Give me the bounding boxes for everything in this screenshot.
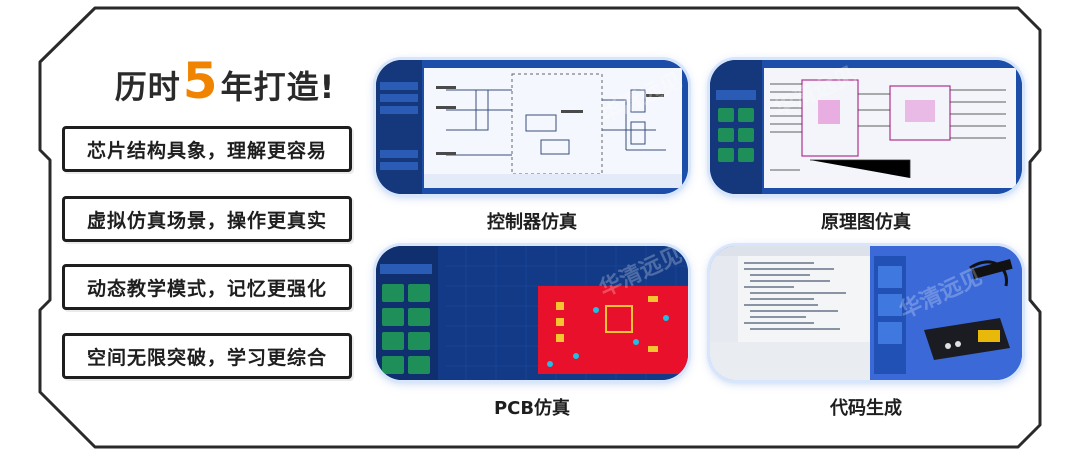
feature-box-simulation: 虚拟仿真场景，操作更真实 bbox=[62, 196, 352, 242]
schematic-sim-screenshot[interactable]: 华清远见 bbox=[710, 60, 1022, 194]
code-editor-and-board bbox=[710, 246, 1022, 380]
controller-diagram bbox=[376, 60, 688, 194]
caption-pcb-sim: PCB仿真 bbox=[493, 398, 571, 419]
headline-number: 5 bbox=[182, 52, 219, 110]
caption-controller-sim: 控制器仿真 bbox=[487, 212, 577, 233]
headline-prefix: 历时 bbox=[114, 68, 181, 106]
headline-suffix: 年打造! bbox=[220, 68, 336, 106]
pcb-sim-screenshot[interactable]: 华清远见 bbox=[376, 246, 688, 380]
pcb-board bbox=[376, 246, 688, 380]
feature-box-space: 空间无限突破，学习更综合 bbox=[62, 333, 352, 379]
caption-code-gen: 代码生成 bbox=[830, 398, 902, 419]
feature-box-dynamic: 动态教学模式，记忆更强化 bbox=[62, 264, 352, 310]
code-gen-screenshot[interactable]: 华清远见 bbox=[710, 246, 1022, 380]
feature-box-structure: 芯片结构具象，理解更容易 bbox=[62, 126, 352, 172]
schematic-diagram bbox=[710, 60, 1022, 194]
controller-sim-screenshot[interactable]: 华清远见 bbox=[376, 60, 688, 194]
caption-schematic-sim: 原理图仿真 bbox=[821, 212, 911, 233]
headline: 历时 5 年打造! bbox=[110, 50, 340, 120]
